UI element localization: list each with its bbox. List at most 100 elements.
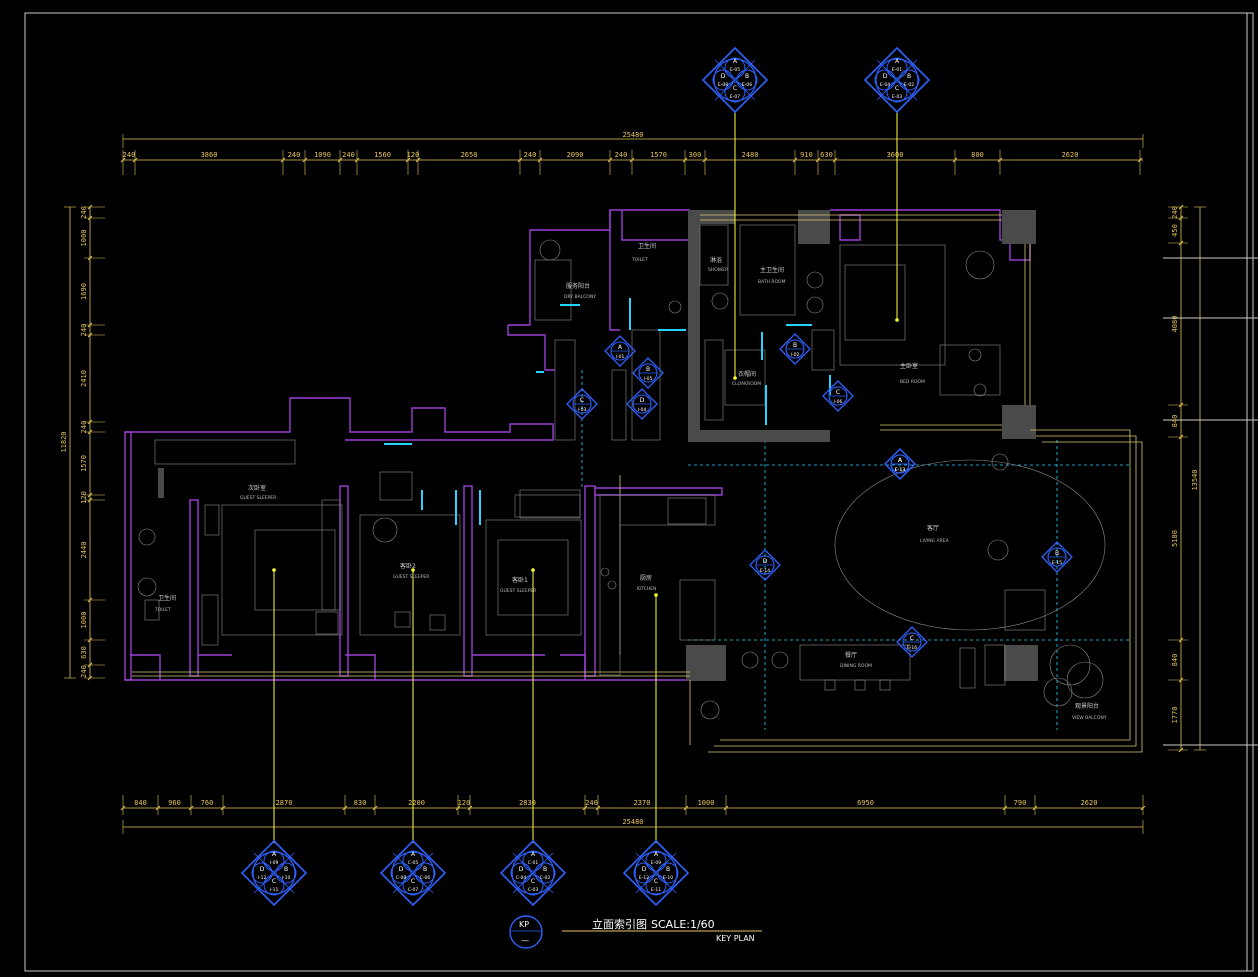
room-labels: 卫生间 TOILET 服务阳台 DRY BALCONY 淋浴 SHOWER 主卫…	[154, 242, 1107, 721]
left-dimension: 1570	[80, 455, 88, 472]
index-ref: C-03	[528, 887, 539, 893]
index-letter: A	[272, 851, 277, 858]
bottom-dimension: 120	[458, 799, 471, 807]
walls	[124, 209, 1031, 681]
top-dimension: 240	[123, 151, 136, 159]
top-dimension: 240	[342, 151, 355, 159]
index-ref: E-09	[651, 860, 661, 866]
key-plan-badge	[509, 915, 543, 949]
index-letter: B	[745, 73, 749, 80]
marker-ref: E-16	[907, 645, 917, 651]
index-ref: I-12	[258, 875, 267, 881]
index-letter: A	[733, 58, 738, 65]
top-dimension: 2090	[567, 151, 584, 159]
right-dimension: 1770	[1171, 707, 1179, 724]
index-ref: C-04	[516, 875, 527, 881]
left-dimension: 240	[80, 324, 88, 337]
room-label-dry-balcony-en: DRY BALCONY	[564, 294, 596, 300]
right-dimension: 240	[1171, 206, 1179, 219]
top-dimension: 630	[820, 151, 833, 159]
index-ref: I-10	[282, 875, 291, 881]
bottom-dimension: 240	[585, 799, 598, 807]
bottom-dimension: 2870	[276, 799, 293, 807]
room-label-dining: 餐厅	[845, 651, 857, 659]
left-dimension: 1000	[80, 612, 88, 629]
room-label-dining-en: DINING ROOM	[840, 663, 872, 669]
index-letter: B	[666, 866, 670, 873]
index-leader-lines	[273, 112, 898, 843]
marker-ref: I-01	[616, 354, 625, 360]
marker-ref: E-13	[895, 467, 905, 473]
left-dimension: 630	[80, 646, 88, 659]
index-ref: C-06	[420, 875, 431, 881]
marker-letter: B	[646, 366, 650, 373]
marker-letter: A	[898, 457, 903, 464]
index-ref: I-09	[270, 860, 279, 866]
marker-letter: C	[910, 635, 914, 642]
structural-walls	[158, 210, 1038, 681]
elevation-marker-m9: D E-14	[749, 549, 781, 581]
index-ref: E-03	[892, 94, 902, 100]
index-ref: E-07	[730, 94, 740, 100]
room-label-cloakroom-en: CLOAKROOM	[732, 381, 761, 387]
index-ref: E-10	[663, 875, 673, 881]
left-dimension: 240	[80, 665, 88, 678]
marker-letter: C	[836, 389, 840, 396]
marker-letter: D	[763, 558, 768, 565]
right-dimension: 840	[1171, 415, 1179, 428]
bottom-dimension: 2830	[519, 799, 536, 807]
room-label-view-balcony-en: VIEW BALCONY	[1072, 715, 1107, 721]
index-letter: C	[654, 878, 658, 885]
index-ref: E-12	[639, 875, 649, 881]
top-dimension: 240	[524, 151, 537, 159]
right-overall-dimension: 13540	[1191, 469, 1199, 490]
index-letter: A	[411, 851, 416, 858]
elevation-marker-m2: BI-02	[779, 333, 811, 365]
marker-ref: E-13	[895, 467, 905, 473]
bottom-dimension: 6950	[857, 799, 874, 807]
top-dimension: 800	[971, 151, 984, 159]
drawing-scale: SCALE:1/60	[651, 918, 715, 931]
index-ref: E-11	[651, 887, 661, 893]
room-label-cloakroom: 衣帽间	[738, 370, 756, 378]
index-ref: C-02	[540, 875, 551, 881]
marker-letter: D	[640, 397, 645, 404]
index-letter: C	[733, 85, 737, 92]
index-letter: D	[399, 866, 404, 873]
top-overall-dimension: 25480	[622, 131, 643, 139]
index-letter: B	[907, 73, 911, 80]
marker-ref: I-04	[638, 407, 647, 413]
room-label-toilet1: 卫生间	[638, 242, 656, 250]
elevation-marker-m4: D I-04	[626, 388, 658, 420]
bottom-overall-dimension: 25480	[622, 818, 643, 826]
window-lines	[132, 214, 1143, 753]
top-dimension: 240	[288, 151, 301, 159]
index-letter: A	[895, 58, 900, 65]
room-label-shower-en: SHOWER	[708, 267, 728, 273]
room-label-bedroom-en: BED ROOM	[900, 379, 925, 385]
elevation-marker-m8: A E-13	[884, 448, 916, 480]
room-label-guest3-en: GUEST SLEEPER	[500, 588, 536, 594]
key-plan-badge-label: KP	[519, 920, 529, 929]
room-label-toilet2: 卫生间	[158, 594, 176, 602]
index-ref: E-02	[904, 82, 914, 88]
elevation-marker-m3: CI-03	[566, 388, 598, 420]
marker-ref: E-14	[760, 568, 770, 574]
bottom-dimension: 1000	[698, 799, 715, 807]
room-label-living: 客厅	[927, 524, 939, 532]
room-label-toilet1-en: TOILET	[631, 257, 648, 263]
top-dimension: 1560	[374, 151, 391, 159]
index-leader-points	[272, 318, 899, 597]
elevation-marker-m6: CI-06	[822, 380, 854, 412]
room-label-kitchen: 厨房	[640, 574, 652, 582]
marker-ref: I-05	[644, 376, 653, 382]
top-dimension: 3600	[887, 151, 904, 159]
index-letter: D	[721, 73, 726, 80]
room-label-guest3: 客卧1	[512, 576, 528, 584]
index-ref: C-01	[528, 860, 539, 866]
